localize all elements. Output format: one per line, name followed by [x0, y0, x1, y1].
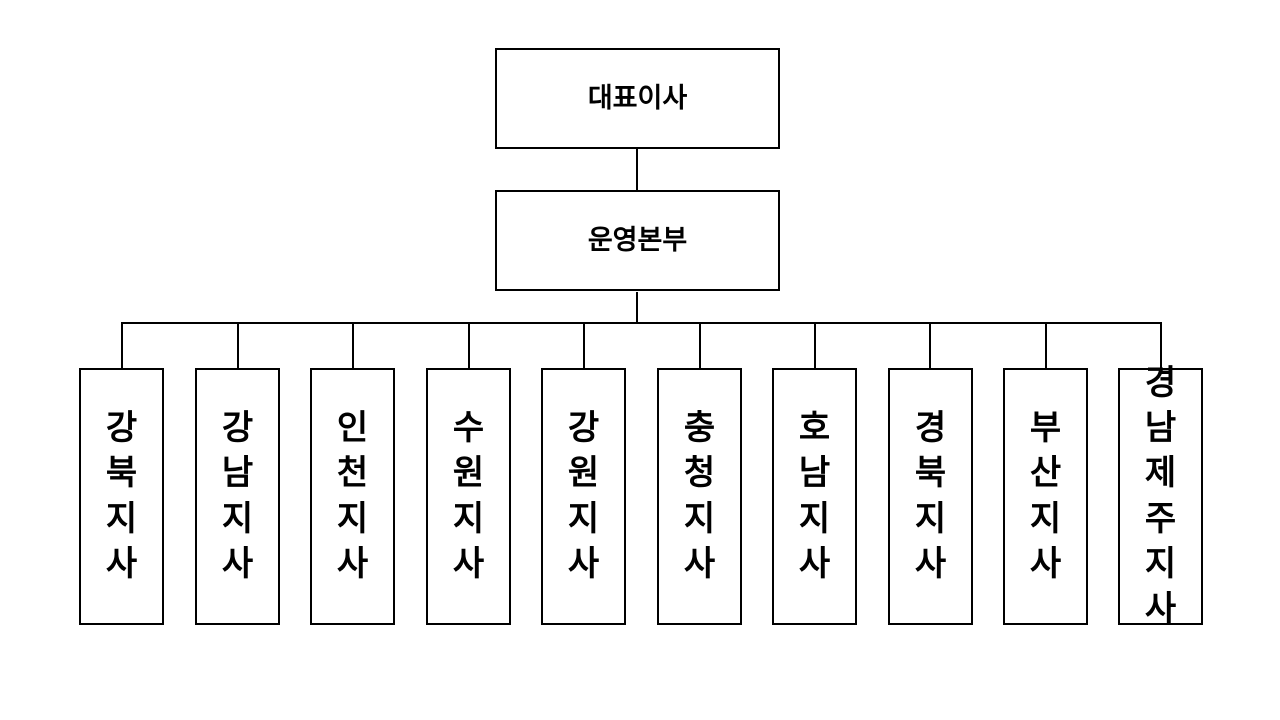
connector-ceo-to-ops [636, 149, 638, 190]
node-branch-10-label: 경남제주지사 [1144, 362, 1177, 629]
node-ceo-label: 대표이사 [587, 82, 688, 114]
connector-drop-branch-1 [121, 322, 123, 368]
node-branch-5[interactable]: 강원지사 [541, 368, 626, 625]
node-branch-8-label: 경북지사 [914, 408, 947, 584]
node-branch-2[interactable]: 강남지사 [195, 368, 280, 625]
connector-drop-branch-3 [352, 322, 354, 368]
node-branch-6[interactable]: 충청지사 [657, 368, 742, 625]
connector-drop-branch-8 [929, 322, 931, 368]
node-ops-label: 운영본부 [587, 224, 688, 256]
connector-drop-branch-4 [468, 322, 470, 368]
node-branch-5-label: 강원지사 [567, 408, 600, 584]
node-ceo[interactable]: 대표이사 [495, 48, 780, 149]
node-ops[interactable]: 운영본부 [495, 190, 780, 291]
connector-drop-branch-6 [699, 322, 701, 368]
node-branch-3-label: 인천지사 [336, 408, 369, 584]
node-branch-1-label: 강북지사 [105, 408, 138, 584]
node-branch-2-label: 강남지사 [221, 408, 254, 584]
node-branch-3[interactable]: 인천지사 [310, 368, 395, 625]
node-branch-4[interactable]: 수원지사 [426, 368, 511, 625]
connector-branch-bus [121, 322, 1161, 324]
connector-drop-branch-9 [1045, 322, 1047, 368]
connector-drop-branch-5 [583, 322, 585, 368]
node-branch-6-label: 충청지사 [683, 408, 716, 584]
node-branch-7-label: 호남지사 [798, 408, 831, 584]
node-branch-1[interactable]: 강북지사 [79, 368, 164, 625]
node-branch-7[interactable]: 호남지사 [772, 368, 857, 625]
connector-drop-branch-2 [237, 322, 239, 368]
node-branch-10[interactable]: 경남제주지사 [1118, 363, 1203, 629]
node-branch-4-label: 수원지사 [452, 408, 485, 584]
node-branch-9[interactable]: 부산지사 [1003, 368, 1088, 625]
connector-drop-branch-10 [1160, 322, 1162, 368]
node-branch-9-label: 부산지사 [1029, 408, 1062, 584]
connector-drop-branch-7 [814, 322, 816, 368]
node-branch-8[interactable]: 경북지사 [888, 368, 973, 625]
connector-ops-to-bus [636, 292, 638, 324]
